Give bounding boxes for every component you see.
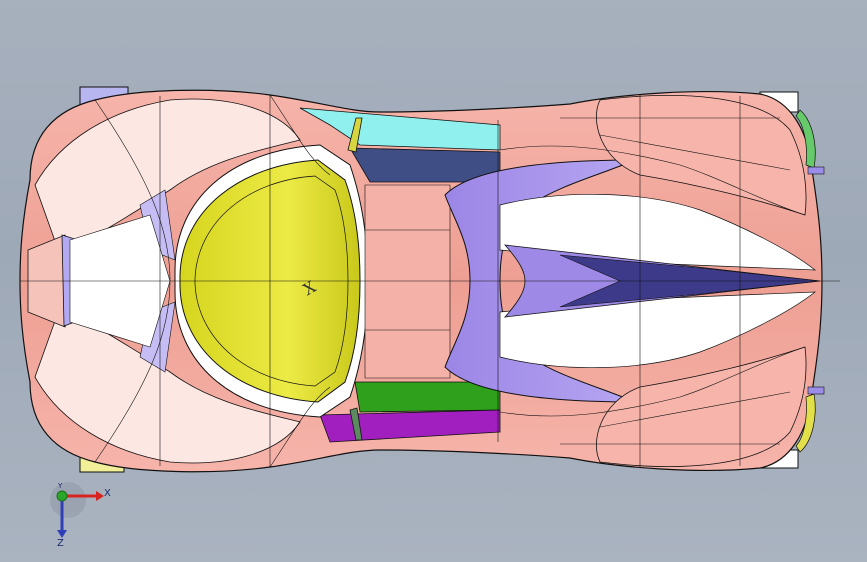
x-axis-label: X bbox=[104, 488, 111, 499]
front-right-wheel[interactable] bbox=[795, 393, 816, 453]
right-side-panel-magenta[interactable] bbox=[319, 409, 501, 443]
x-axis-arrow bbox=[96, 491, 104, 501]
front-upper-white-panel bbox=[499, 193, 817, 271]
front-right-marker bbox=[807, 386, 825, 395]
y-axis-dot bbox=[56, 490, 68, 502]
front-left-wheel[interactable] bbox=[795, 109, 816, 169]
panel-lines bbox=[20, 94, 840, 468]
z-axis-label: Z bbox=[57, 538, 64, 548]
y-axis-label: Y bbox=[57, 482, 63, 490]
rear-right-fender-highlight bbox=[34, 306, 301, 464]
right-mirror[interactable] bbox=[349, 407, 363, 441]
right-side-panel-green[interactable] bbox=[354, 381, 501, 413]
coordinate-triad: X Y Z bbox=[50, 482, 111, 548]
front-lower-white-panel bbox=[499, 291, 817, 369]
left-mirror[interactable] bbox=[347, 117, 363, 153]
triad-origin-shadow bbox=[50, 482, 86, 518]
rear-left-fender-highlight bbox=[34, 98, 301, 256]
roof-spine bbox=[364, 184, 451, 379]
front-left-marker bbox=[807, 166, 825, 175]
z-axis-arrow bbox=[57, 530, 67, 538]
left-side-window-cyan[interactable] bbox=[299, 107, 501, 151]
